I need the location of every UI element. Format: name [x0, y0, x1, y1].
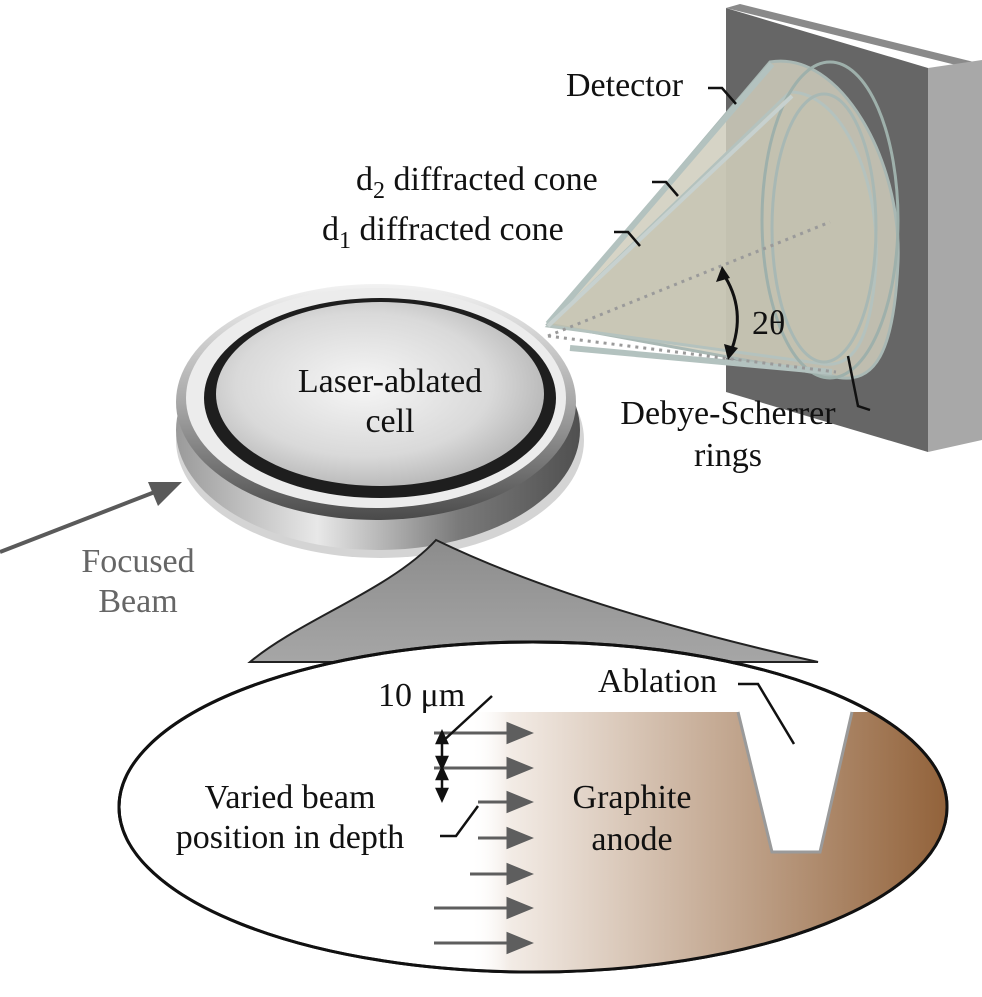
probe-arrow: [434, 756, 534, 780]
graphite-label-line1: Graphite: [573, 779, 692, 816]
ablation-pit-edge: [736, 711, 854, 854]
two-theta-arrowhead-bottom: [724, 344, 738, 360]
cross-section-outline: [117, 640, 949, 974]
d2-cone-label-subscript: 2: [373, 178, 385, 204]
d2-cone-label: d2 diffracted cone: [356, 161, 598, 204]
debye-ring-inner: [770, 92, 878, 364]
cell-label-line2: cell: [365, 403, 414, 440]
focused-beam: Focused Beam: [0, 482, 195, 620]
scale-marker: [435, 695, 493, 804]
debye-scherrer-callout: Debye-Scherrer rings: [620, 355, 871, 474]
focused-beam-label-line2: Beam: [98, 583, 177, 620]
detector-label: Detector: [566, 67, 684, 104]
varied-beam-label-line2: position in depth: [176, 819, 405, 856]
focused-beam-label-line1: Focused: [81, 543, 194, 580]
two-theta-arc: [720, 271, 739, 355]
varied-beam-label-line1: Varied beam: [205, 779, 376, 816]
detector-side-face: [928, 60, 982, 452]
debye-leader: [846, 355, 871, 412]
detector-leader: [708, 86, 737, 105]
d2-cone-leader: [652, 180, 679, 197]
callout-wedge: [247, 538, 819, 663]
probe-arrow: [434, 896, 534, 920]
d1-cone-label: d1 diffracted cone: [322, 211, 564, 254]
d1-cone-leader: [614, 230, 641, 247]
probe-arrow: [478, 826, 534, 850]
two-theta-arrowhead-top: [716, 266, 730, 282]
d2-cone-label-prefix: d: [356, 161, 373, 198]
cell-label-line1: Laser-ablated: [298, 363, 482, 400]
undiffracted-beam: [547, 334, 837, 374]
coin-cell: Laser-ablated cell: [176, 284, 584, 558]
probe-arrow: [434, 931, 534, 955]
d2-cone-label-suffix: diffracted cone: [385, 161, 598, 198]
ablation-leader: [738, 682, 796, 745]
detector-callout: Detector: [566, 67, 737, 105]
d1-cone-callout: d1 diffracted cone: [322, 211, 641, 254]
diffraction-cones: 2θ: [544, 59, 900, 380]
focused-beam-arrowhead: [148, 482, 182, 506]
probe-arrow: [434, 721, 534, 745]
debye-label-line2: rings: [694, 437, 762, 474]
detector-top-face: [726, 4, 982, 68]
cone-axis: [547, 220, 831, 338]
d1-cone-edge: [546, 94, 794, 328]
probe-arrow: [470, 862, 534, 886]
debye-label-line1: Debye-Scherrer: [620, 395, 836, 432]
d1-cone-label-subscript: 1: [339, 228, 351, 254]
varied-beam-leader: [440, 805, 480, 838]
graphite-anode: [470, 712, 947, 972]
cone-bottom-edge: [569, 345, 833, 375]
graphite-label-line2: anode: [591, 821, 672, 858]
d1-cone-label-suffix: diffracted cone: [351, 211, 564, 248]
probe-beam-arrows: [434, 721, 534, 955]
scale-label: 10 μm: [378, 677, 465, 714]
d1-cone-label-prefix: d: [322, 211, 339, 248]
two-theta-label: 2θ: [752, 305, 785, 342]
debye-ring-outer: [760, 60, 900, 380]
cross-section: 10 μm Ablation Varied beam position in d…: [117, 640, 949, 974]
ablation-label: Ablation: [598, 663, 717, 700]
d2-cone-callout: d2 diffracted cone: [356, 161, 679, 204]
probe-arrow: [478, 790, 534, 814]
coin-cap-face: [216, 302, 544, 486]
focused-beam-arrow-shaft: [0, 488, 161, 554]
d2-cone-edge: [545, 62, 775, 326]
